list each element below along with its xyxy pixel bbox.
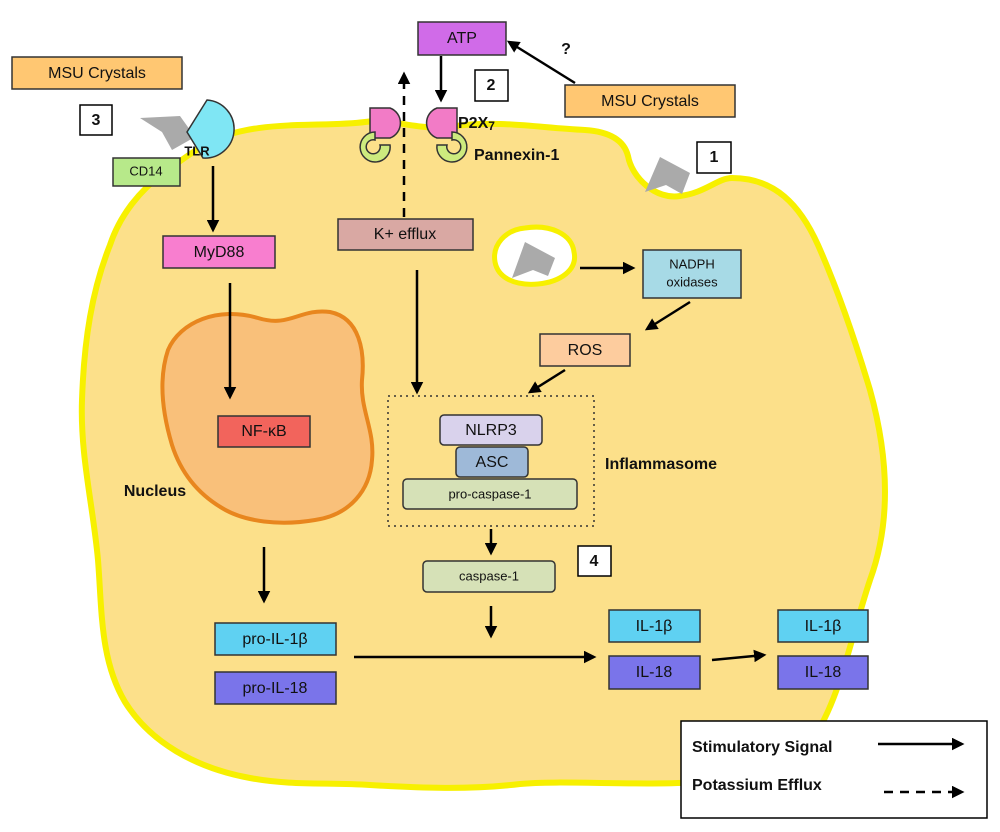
step-1-label: 1 (710, 149, 719, 166)
caspase-box (422, 560, 556, 593)
nlrp3-box (439, 414, 543, 446)
crystal-shard-icon (512, 242, 555, 278)
step-1-box (696, 141, 732, 174)
nfkb-label: NF-κB (241, 423, 286, 440)
pro-caspase-label: pro-caspase-1 (448, 486, 531, 501)
pannexin-channel-icon (359, 131, 391, 163)
il18-outside-label: IL-18 (805, 664, 842, 681)
nfkb-box (217, 415, 311, 448)
legend: Stimulatory Signal Potassium Efflux (680, 720, 988, 819)
asc-box (455, 446, 529, 478)
cd14-box (112, 157, 181, 187)
step-4-label: 4 (590, 553, 599, 570)
tlr-receptor-icon (186, 99, 235, 159)
step-3-label: 3 (92, 112, 101, 129)
legend-box (680, 720, 988, 819)
k-efflux-label: K+ efflux (374, 226, 436, 243)
arrow-msu-to-atp (506, 40, 576, 85)
nlrp3-label: NLRP3 (465, 422, 517, 439)
arrow-ros-to-inflammasome (527, 368, 566, 394)
pannexin-channel-icon (436, 131, 468, 163)
myd88-box (162, 235, 276, 269)
legend-potassium-label: Potassium Efflux (692, 777, 822, 794)
pro-il18-box (214, 671, 337, 705)
step-2-box (474, 69, 509, 102)
il18-inside-label: IL-18 (636, 664, 673, 681)
caspase-label: caspase-1 (459, 568, 519, 583)
il18-outside-box (777, 655, 869, 690)
tlr-label: TLR (184, 143, 210, 158)
nadph-label-line1: NADPH (669, 256, 715, 271)
ros-label: ROS (568, 342, 603, 359)
il1b-outside-label: IL-1β (805, 618, 842, 635)
pro-caspase-box (402, 478, 578, 510)
legend-stimulatory-label: Stimulatory Signal (692, 739, 832, 756)
pannexin-label: Pannexin-1 (474, 147, 559, 164)
nucleus-label: Nucleus (124, 483, 186, 500)
il18-inside-box (608, 655, 701, 690)
step-3-box (79, 104, 113, 136)
atp-box (417, 21, 507, 56)
myd88-label: MyD88 (194, 244, 245, 261)
il1b-inside-label: IL-1β (636, 618, 673, 635)
nadph-label-line2: oxidases (666, 274, 718, 289)
crystal-shard-icon (140, 116, 195, 150)
ros-box (539, 333, 631, 367)
msu-crystals-left-label: MSU Crystals (48, 65, 146, 82)
p2x7-label: P2X7 (458, 115, 495, 133)
pro-il1b-box (214, 622, 337, 656)
il1b-outside-box (777, 609, 869, 643)
inflammasome-region (387, 395, 595, 527)
inflammasome-label: Inflammasome (605, 456, 717, 473)
asc-label: ASC (476, 454, 509, 471)
msu-crystals-right-box (564, 84, 736, 118)
question-mark: ? (561, 41, 571, 58)
crystal-shard-icon (645, 157, 690, 194)
pro-il18-label: pro-IL-18 (243, 680, 308, 697)
arrow-nadph-to-ros (644, 300, 691, 331)
p2x7-receptor-icon (369, 107, 402, 139)
cd14-label: CD14 (129, 163, 162, 178)
p2x7-receptor-icon (425, 107, 458, 139)
arrow-cytokines-secreted (711, 649, 767, 663)
pro-il1b-label: pro-IL-1β (242, 631, 307, 648)
msu-crystals-left-box (11, 56, 183, 90)
k-efflux-box (337, 218, 474, 251)
step-4-box (577, 545, 612, 577)
atp-label: ATP (447, 30, 477, 47)
step-2-label: 2 (487, 77, 496, 94)
nadph-oxidases-box (642, 249, 742, 299)
il1b-inside-box (608, 609, 701, 643)
msu-crystals-right-label: MSU Crystals (601, 93, 699, 110)
